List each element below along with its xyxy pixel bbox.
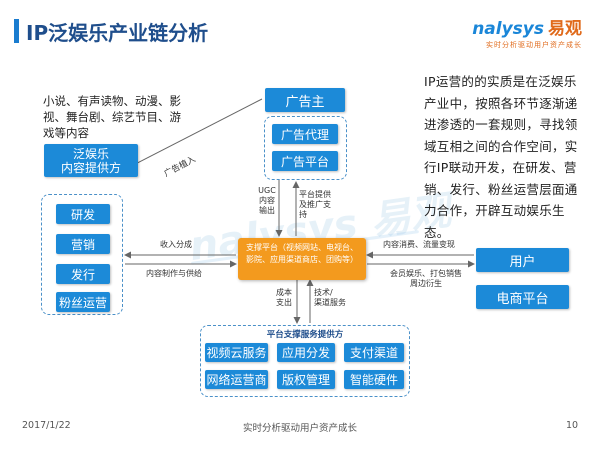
- logo-text: nalysys: [472, 19, 544, 39]
- platform-support-title: 平台支撑服务提供方: [266, 330, 344, 340]
- function-fan-ops-box: 粉丝运营: [56, 292, 110, 312]
- platform-promo-label: 平台提供 及推广支 持: [299, 190, 331, 219]
- ugc-output-label: UGC 内容 输出: [258, 186, 276, 215]
- page-title: IP泛娱乐产业链分析: [26, 21, 209, 45]
- content-supply-label: 内容制作与供给: [146, 269, 202, 278]
- title-accent-bar: [14, 19, 19, 43]
- payment-channel-box: 支付渠道: [344, 343, 404, 362]
- footer-date: 2017/1/22: [22, 420, 71, 431]
- content-functions-group: [41, 194, 123, 315]
- member-entertainment-label: 会员娱乐、打包销售 周边衍生: [390, 269, 462, 288]
- ad-agency-box: 广告代理: [272, 124, 338, 144]
- content-consumption-label: 内容消费、流量变现: [383, 240, 455, 249]
- logo-cn-text: 易观: [548, 19, 582, 39]
- platform-support-group: [200, 325, 410, 397]
- ip-operation-description: IP运营的的实质是在泛娱乐产业中，按照各环节逐渐递进渗透的一套规则，寻找领域互相…: [424, 74, 578, 240]
- ad-platform-box: 广告平台: [272, 151, 338, 171]
- content-types-text: 小说、有声读物、动漫、影视、舞台剧、综艺节目、游戏等内容: [43, 94, 181, 140]
- function-marketing-box: 营销: [56, 234, 110, 254]
- function-rnd-box: 研发: [56, 204, 110, 224]
- logo-slogan: 实时分析驱动用户资产成长: [486, 41, 582, 49]
- advertiser-box: 广告主: [265, 88, 345, 112]
- smart-hardware-box: 智能硬件: [344, 370, 404, 389]
- video-cloud-box: 视频云服务: [205, 343, 268, 362]
- tech-channel-label: 技术/ 渠道服务: [314, 288, 346, 307]
- ecommerce-platform-box: 电商平台: [476, 285, 569, 309]
- app-distribution-box: 应用分发: [277, 343, 335, 362]
- revenue-share-label: 收入分成: [160, 240, 192, 249]
- network-operator-box: 网络运营商: [205, 370, 268, 389]
- content-provider-box: 泛娱乐 内容提供方: [44, 144, 138, 177]
- cost-expense-label: 成本 支出: [276, 288, 292, 307]
- function-distribution-box: 发行: [56, 264, 110, 284]
- support-platform-box: 支撑平台（视频网站、电视台、影院、应用渠道商店、团购等）: [238, 238, 366, 280]
- page-number: 10: [566, 420, 579, 431]
- footer-slogan: 实时分析驱动用户资产成长: [242, 423, 357, 434]
- advertiser-group: [264, 116, 347, 180]
- copyright-management-box: 版权管理: [277, 370, 335, 389]
- user-box: 用户: [476, 248, 569, 272]
